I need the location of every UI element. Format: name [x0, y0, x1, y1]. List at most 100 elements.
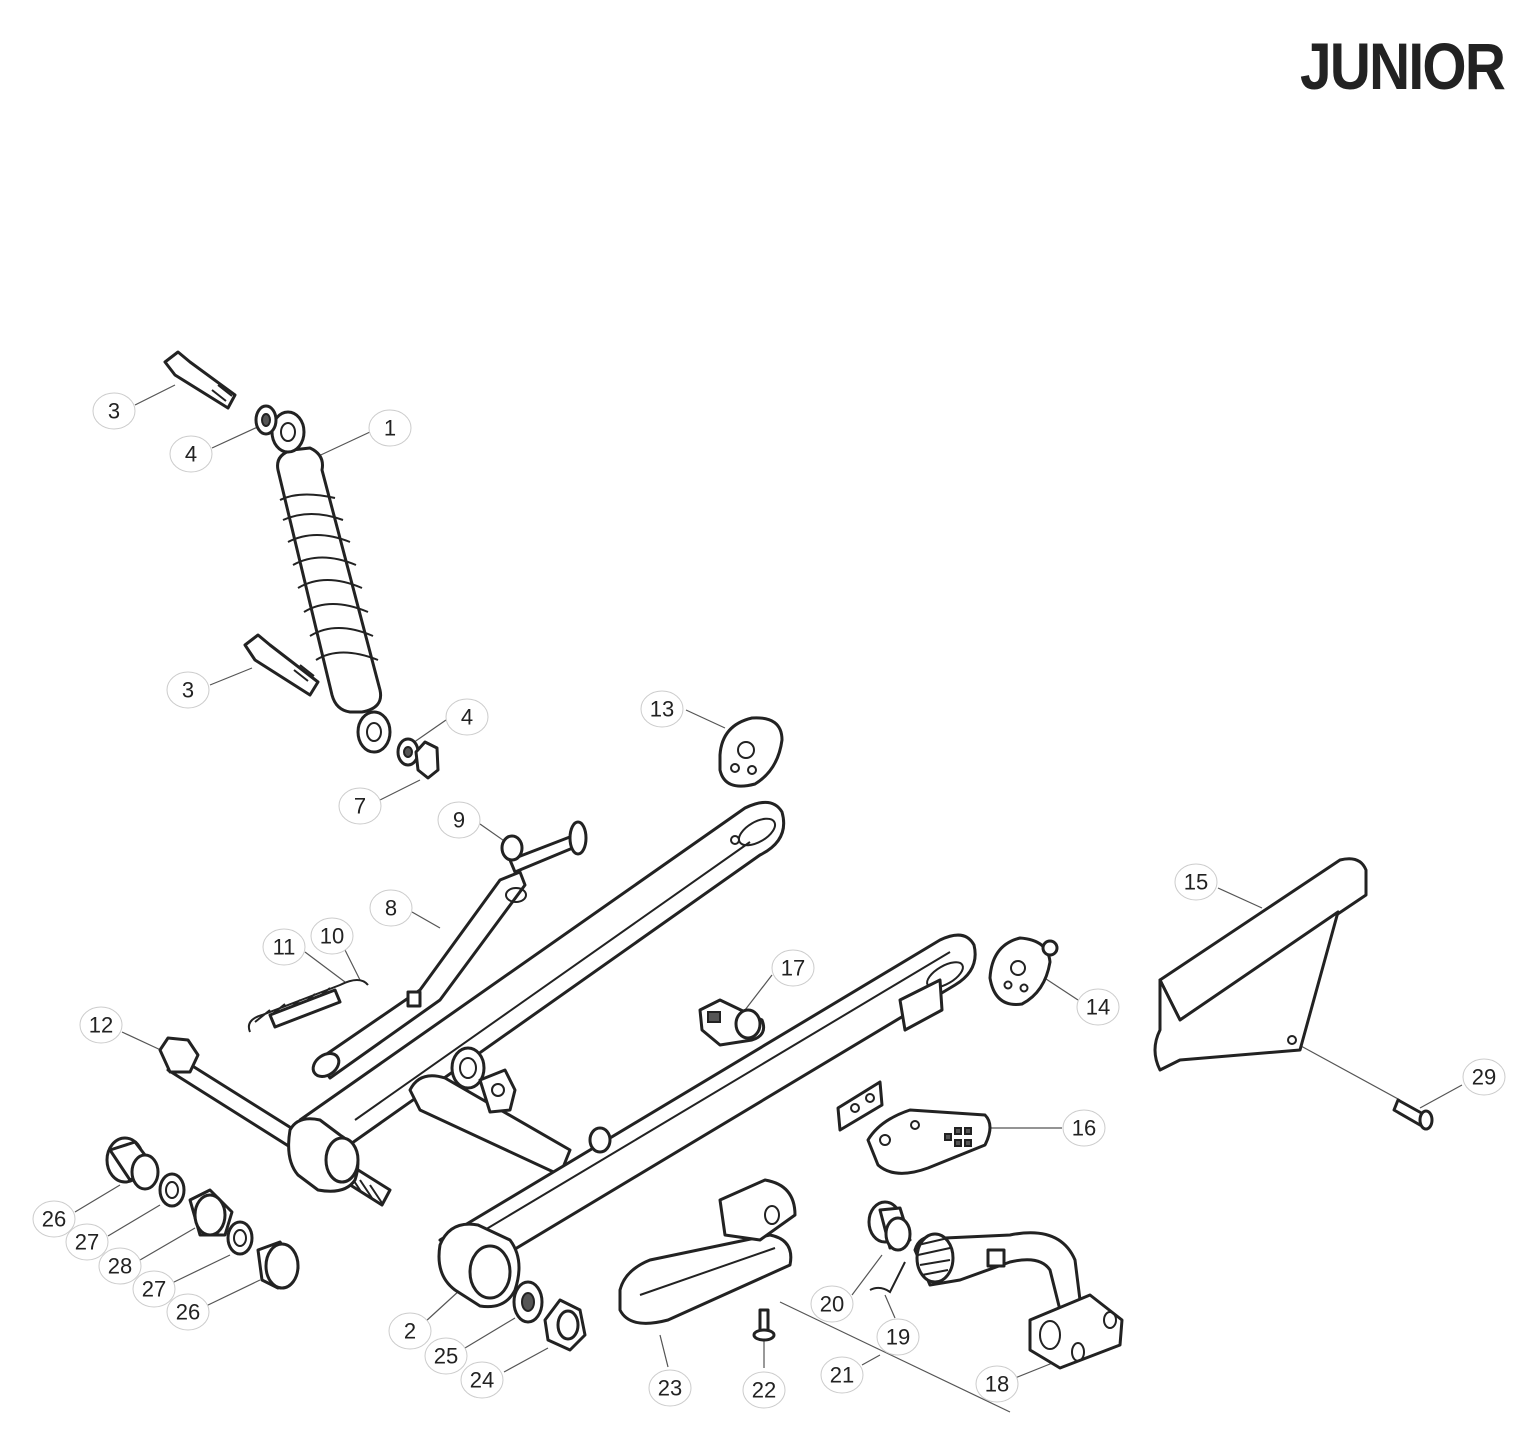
callout-number: 25 [434, 1344, 458, 1369]
callout-number: 19 [886, 1325, 910, 1350]
bushing-set [105, 1136, 300, 1290]
brake-pedal [913, 1231, 1124, 1370]
callout-bubble [742, 1371, 786, 1409]
cable-clamp [698, 998, 766, 1047]
callout-number: 4 [185, 442, 197, 467]
callout-bubble [810, 1285, 854, 1323]
callout-8: 8 [369, 889, 413, 927]
callout-9: 9 [437, 801, 481, 839]
chain-guard [1153, 857, 1368, 1072]
callout-bubble [1062, 1109, 1106, 1147]
callout-bubble [640, 690, 684, 728]
callout-10: 10 [310, 917, 354, 955]
callout-29: 29 [1462, 1058, 1506, 1096]
callout-number: 11 [273, 935, 296, 960]
callout-bubble [771, 949, 815, 987]
brake-rod [311, 870, 527, 1080]
callout-number: 24 [470, 1368, 494, 1393]
swingarm-lower-leg [438, 933, 977, 1272]
callout-3a: 3 [92, 392, 136, 430]
callout-25: 25 [424, 1337, 468, 1375]
shock-absorber [270, 410, 392, 754]
callout-bubble [820, 1356, 864, 1394]
callout-bubble [92, 392, 136, 430]
callout-2: 2 [388, 1312, 432, 1350]
axle-nut [543, 1298, 587, 1352]
callout-11: 11 [262, 928, 306, 966]
callout-number: 27 [75, 1230, 99, 1255]
callout-18: 18 [975, 1365, 1019, 1403]
footrest-bracket [866, 1108, 992, 1175]
callout-number: 4 [461, 705, 473, 730]
callout-1: 1 [368, 409, 412, 447]
callout-bubble [876, 1318, 920, 1356]
callout-number: 28 [108, 1254, 132, 1279]
callout-number: 26 [42, 1207, 66, 1232]
callout-27a: 27 [65, 1223, 109, 1261]
callout-27b: 27 [132, 1270, 176, 1308]
slider-screw [752, 1308, 776, 1342]
callout-bubble [65, 1223, 109, 1261]
callout-number: 26 [176, 1300, 200, 1325]
callout-number: 14 [1086, 995, 1110, 1020]
callout-23: 23 [648, 1369, 692, 1407]
callout-bubble [445, 698, 489, 736]
callout-bubble [32, 1200, 76, 1238]
callout-15: 15 [1174, 863, 1218, 901]
callout-number: 22 [752, 1378, 776, 1403]
callout-number: 7 [354, 794, 366, 819]
callout-number: 1 [384, 416, 396, 441]
brake-plate-upper [718, 716, 784, 788]
return-spring [247, 979, 369, 1033]
swingarm-upper-leg [298, 800, 786, 1150]
callout-bubble [369, 889, 413, 927]
callout-20: 20 [810, 1285, 854, 1323]
callout-number: 10 [320, 924, 344, 949]
upper-bolt [163, 350, 237, 410]
callout-bubble [262, 928, 306, 966]
brake-pin [500, 820, 588, 903]
upper-washer [254, 404, 278, 436]
swingarm-cross-tube [408, 1046, 572, 1177]
callout-bubble [98, 1247, 142, 1285]
callout-number: 12 [89, 1013, 113, 1038]
brand-logo: JUNIOR [1300, 29, 1506, 103]
callout-bubble [388, 1312, 432, 1350]
callout-number: 21 [830, 1363, 854, 1388]
callout-3b: 3 [166, 671, 210, 709]
callout-7: 7 [338, 787, 382, 825]
callout-number: 13 [650, 697, 674, 722]
callout-bubble [1174, 863, 1218, 901]
callout-bubble [132, 1270, 176, 1308]
callout-17: 17 [771, 949, 815, 987]
callout-4b: 4 [445, 698, 489, 736]
callout-bubble [166, 1293, 210, 1331]
callout-22: 22 [742, 1371, 786, 1409]
callout-bubble [79, 1006, 123, 1044]
callout-number: 18 [985, 1372, 1009, 1397]
pedal-spring [869, 1261, 906, 1294]
callout-bubble [368, 409, 412, 447]
leader-lines [74, 384, 1463, 1413]
guard-screw [1392, 1098, 1434, 1131]
callout-bubble [460, 1361, 504, 1399]
callout-number: 3 [182, 678, 194, 703]
callout-21: 21 [820, 1356, 864, 1394]
callout-28: 28 [98, 1247, 142, 1285]
callout-number: 8 [385, 896, 397, 921]
lower-washer-nut [396, 737, 440, 780]
callout-number: 23 [658, 1376, 682, 1401]
callout-bubble [166, 671, 210, 709]
callout-16: 16 [1062, 1109, 1106, 1147]
callout-bubble [169, 435, 213, 473]
callout-12: 12 [79, 1006, 123, 1044]
brake-plate-lower [988, 936, 1059, 1006]
callout-number: 29 [1472, 1065, 1496, 1090]
callout-26a: 26 [32, 1200, 76, 1238]
swingarm-pivot-eye [437, 1222, 521, 1309]
callout-bubble [975, 1365, 1019, 1403]
callout-14: 14 [1076, 988, 1120, 1026]
callout-bubble [648, 1369, 692, 1407]
